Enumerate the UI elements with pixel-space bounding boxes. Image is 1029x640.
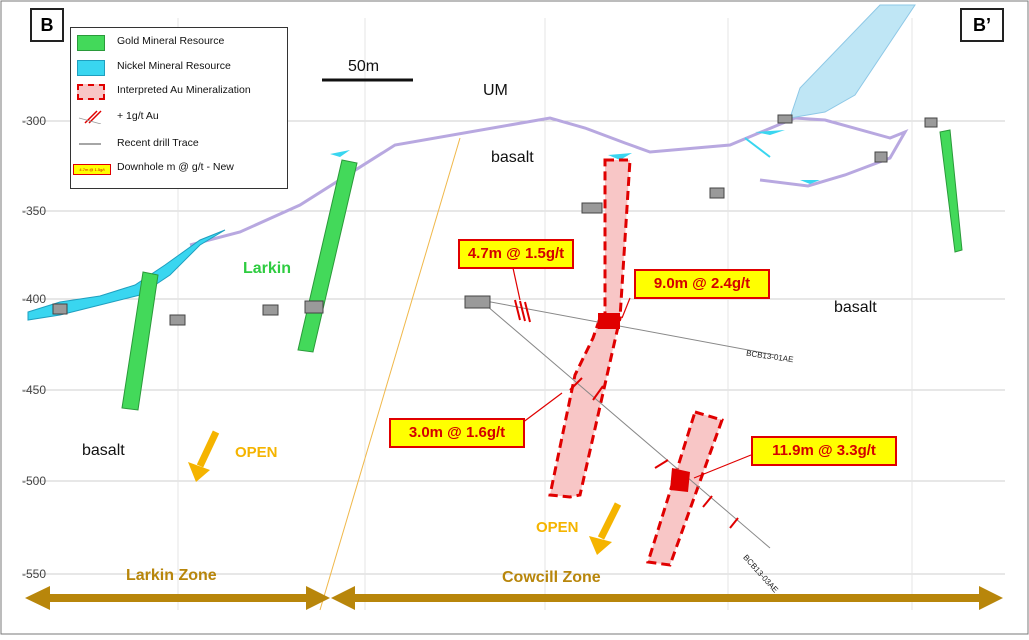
y-tick-label: -400 (22, 292, 47, 306)
zone-label-larkin: Larkin Zone (126, 567, 217, 584)
legend-item-mineralization: Interpreted Au Mineralization (71, 81, 287, 101)
um-basalt-contact (189, 116, 909, 247)
lithology-label-basalt: basalt (82, 442, 125, 459)
drill-trace-3 (319, 137, 461, 611)
nickel-lens (330, 150, 350, 157)
nickel-lens (608, 153, 632, 160)
intercept-callout: 3.0m @ 1.6g/t (389, 418, 525, 448)
nickel-lens (755, 130, 785, 135)
open-label: OPEN (536, 519, 579, 536)
green-box-icon (77, 35, 105, 51)
open-label: OPEN (235, 444, 278, 461)
y-tick-label: -500 (22, 474, 47, 488)
intercept-callout: 9.0m @ 2.4g/t (634, 269, 770, 299)
zone-label-cowcill: Cowcill Zone (502, 569, 601, 586)
au-mineralization-middle (548, 316, 622, 499)
section-start-label: B (30, 8, 64, 42)
zone-arrow-cowcill (331, 586, 1003, 610)
y-tick-label: -300 (22, 114, 47, 128)
scale-bar-label: 50m (348, 58, 380, 75)
nickel-lens (800, 180, 820, 184)
red-ticks-icon (78, 110, 102, 124)
intercept-callout: 11.9m @ 3.3g/t (751, 436, 897, 466)
gold-resource-right (939, 129, 963, 253)
y-tick-label: -350 (22, 204, 47, 218)
legend-item-nickel: Nickel Mineral Resource (71, 57, 287, 77)
open-arrow-left-icon (188, 430, 220, 482)
drill-trace-1 (479, 299, 776, 356)
nickel-lens (744, 137, 771, 158)
lithology-label-basalt: basalt (491, 149, 534, 166)
yellow-tag-icon: 4.7m @ 1.5g/t (73, 164, 111, 175)
legend-item-gold: Gold Mineral Resource (71, 32, 287, 52)
callout-leaders (512, 267, 752, 479)
intercept-callout: 4.7m @ 1.5g/t (458, 239, 574, 269)
open-arrow-right-icon (589, 502, 622, 555)
nickel-resource-top (789, 4, 916, 119)
legend-item-downhole: 4.7m @ 1.5g/t Downhole m @ g/t - New (71, 158, 287, 178)
larkin-resource-label: Larkin (243, 260, 292, 277)
lithology-label-um: UM (483, 82, 508, 99)
legend-item-au-cutoff: + 1g/t Au (71, 107, 287, 127)
grey-line-icon (79, 143, 101, 145)
gold-resource-left (121, 271, 159, 411)
intercept-block (598, 313, 620, 329)
y-tick-label: -550 (22, 567, 47, 581)
red-dashed-box-icon (77, 84, 105, 100)
section-end-label: B’ (960, 8, 1004, 42)
zone-arrow-larkin (25, 586, 330, 610)
y-tick-label: -450 (22, 383, 47, 397)
au-ticks (514, 299, 739, 529)
drill-trace-2 (479, 299, 771, 549)
legend: Gold Mineral Resource Nickel Mineral Res… (70, 27, 288, 189)
lithology-label-basalt: basalt (834, 299, 877, 316)
legend-item-drill-trace: Recent drill Trace (71, 134, 287, 154)
intercept-block (670, 468, 690, 492)
cyan-box-icon (77, 60, 105, 76)
mine-workings (52, 114, 938, 326)
